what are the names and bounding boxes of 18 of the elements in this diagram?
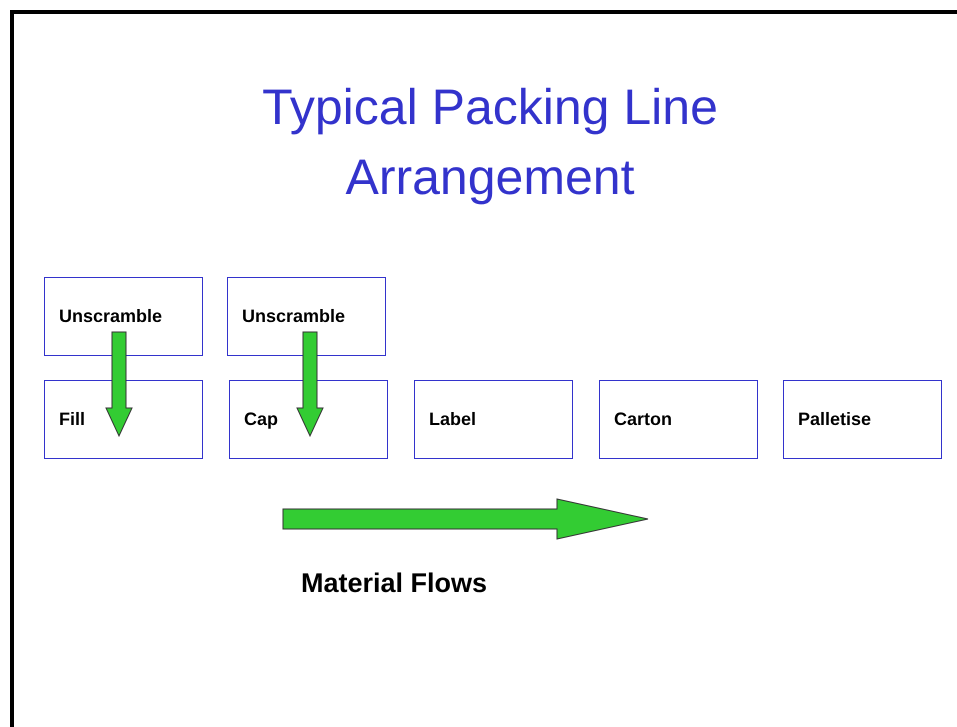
process-box xyxy=(229,380,388,459)
box-label: Palletise xyxy=(798,408,872,431)
flow-caption: Material Flows xyxy=(301,567,488,600)
box-label: Fill xyxy=(59,408,85,431)
box-label: Label xyxy=(429,408,476,431)
process-box xyxy=(44,380,203,459)
process-box xyxy=(44,277,203,356)
process-box xyxy=(783,380,942,459)
process-box xyxy=(599,380,758,459)
box-label: Unscramble xyxy=(59,305,162,328)
process-box xyxy=(227,277,386,356)
block-arrow xyxy=(296,332,324,438)
process-box xyxy=(414,380,573,459)
box-label: Carton xyxy=(614,408,672,431)
title: Typical Packing Line Arrangement xyxy=(261,78,719,207)
box-label: Cap xyxy=(244,408,278,431)
block-arrow xyxy=(105,332,133,438)
box-label: Unscramble xyxy=(242,305,346,328)
